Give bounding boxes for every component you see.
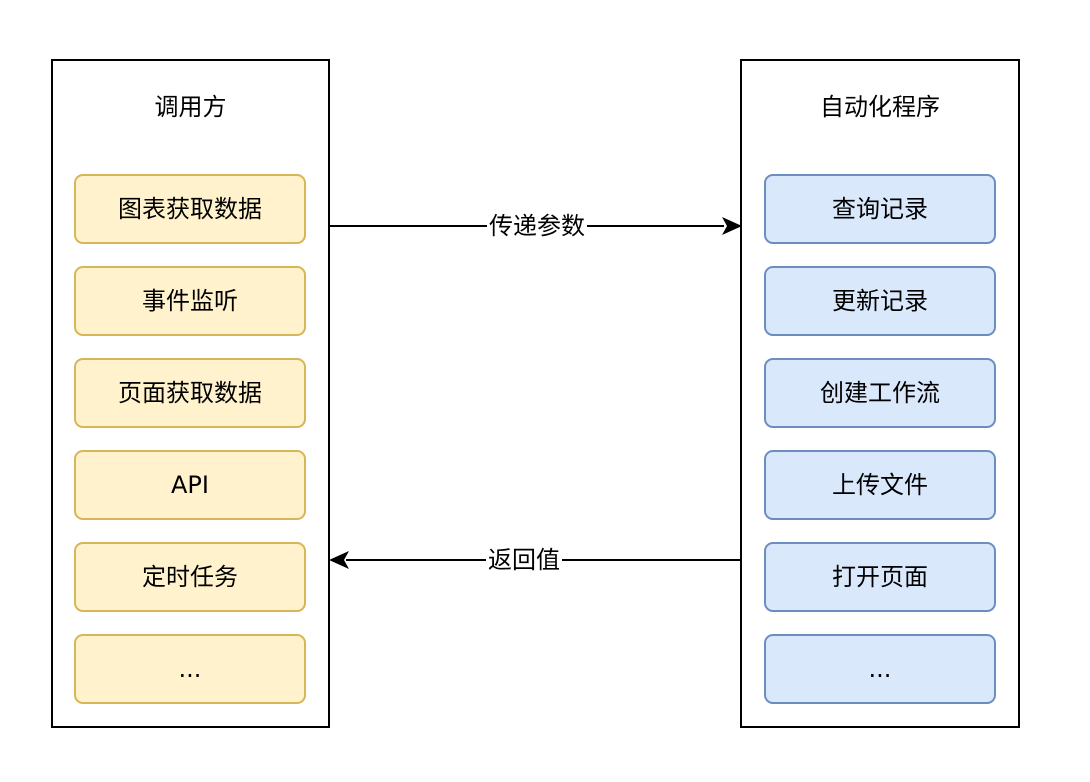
caller-node-page-data: 页面获取数据 [74, 358, 306, 428]
caller-node-more: ... [74, 634, 306, 704]
automation-node-more: ... [764, 634, 996, 704]
caller-node-api: API [74, 450, 306, 520]
forward-edge-label: 传递参数 [487, 211, 587, 241]
caller-node-chart-data: 图表获取数据 [74, 174, 306, 244]
return-arrowhead [329, 551, 349, 569]
caller-node-scheduled-task: 定时任务 [74, 542, 306, 612]
caller-node-event-listener: 事件监听 [74, 266, 306, 336]
automation-node-update-records: 更新记录 [764, 266, 996, 336]
caller-panel-title: 调用方 [154, 93, 227, 121]
automation-node-upload-file: 上传文件 [764, 450, 996, 520]
return-edge-label: 返回值 [486, 545, 562, 575]
automation-node-open-page: 打开页面 [764, 542, 996, 612]
automation-node-create-workflow: 创建工作流 [764, 358, 996, 428]
automation-node-query-records: 查询记录 [764, 174, 996, 244]
automation-panel-title: 自动化程序 [820, 93, 940, 121]
forward-arrowhead [722, 217, 742, 235]
